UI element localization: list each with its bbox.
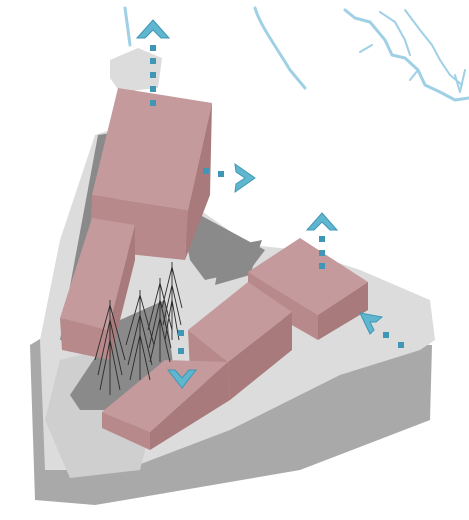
river-curve <box>255 8 305 88</box>
river-branch-5 <box>455 70 465 92</box>
arrow-right-icon <box>203 164 255 192</box>
river-lines <box>125 8 469 100</box>
river-branch-3 <box>360 45 372 52</box>
river-branch-1 <box>380 12 410 55</box>
river-top-left <box>125 8 130 45</box>
river-network-right <box>345 10 469 100</box>
river-branch-4 <box>410 70 418 80</box>
river-branch-2 <box>405 10 462 85</box>
small-roof-piece <box>110 48 162 92</box>
